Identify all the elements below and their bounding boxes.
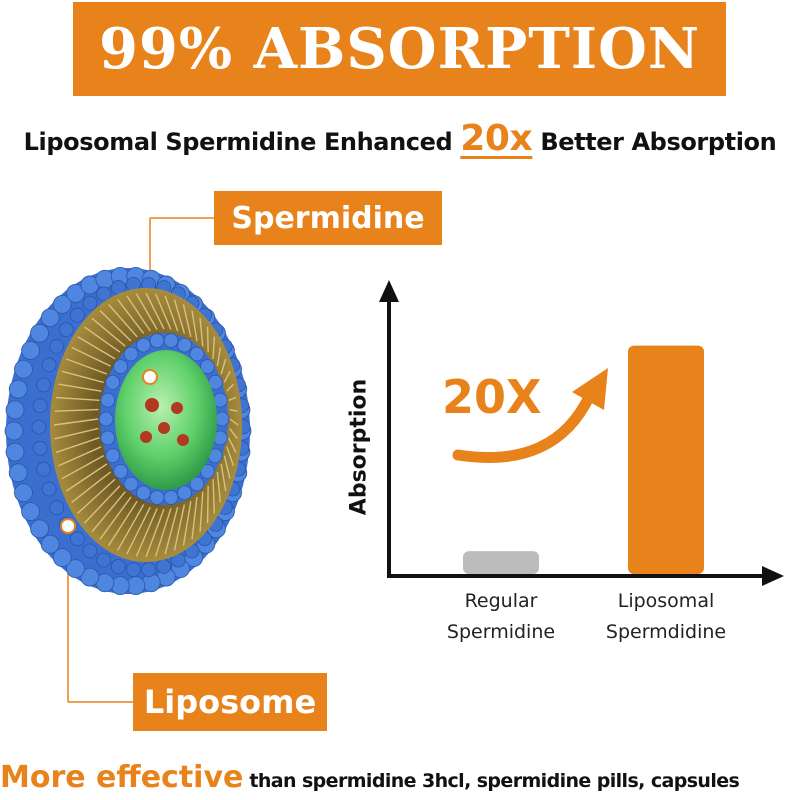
y-axis-arrow bbox=[379, 280, 399, 302]
headline-banner: 99% ABSORPTION bbox=[73, 2, 726, 96]
category-label-regular: Regular Spermidine bbox=[421, 586, 581, 648]
category-label-liposomal-line1: Liposomal bbox=[617, 590, 715, 612]
footer-rest: than spermidine 3hcl, spermidine pills, … bbox=[243, 770, 740, 792]
bar-liposomal-spermidine bbox=[628, 345, 704, 574]
footer-lead: More effective bbox=[0, 760, 244, 795]
subtitle-after: Better Absorption bbox=[532, 128, 777, 156]
liposome-marker-dot bbox=[60, 518, 76, 534]
x-axis-arrow bbox=[762, 566, 784, 586]
lipid-tails bbox=[53, 292, 239, 558]
spermidine-marker-dot bbox=[142, 369, 158, 385]
bars-group bbox=[463, 345, 704, 574]
category-label-regular-line1: Regular bbox=[464, 590, 538, 612]
spermidine-label: Spermidine bbox=[214, 191, 442, 245]
y-axis-label: Absorption bbox=[346, 378, 372, 516]
category-label-regular-line2: Spermidine bbox=[446, 621, 556, 643]
subtitle: Liposomal Spermidine Enhanced 20x Better… bbox=[0, 118, 800, 159]
growth-arrow-head bbox=[572, 368, 608, 410]
inner-head-beads bbox=[98, 333, 230, 505]
category-label-liposomal-line2: Spermdidine bbox=[605, 621, 727, 643]
liposome-label: Liposome bbox=[133, 673, 327, 731]
multiplier-annotation: 20X bbox=[442, 370, 542, 424]
footer-tagline: More effective than spermidine 3hcl, spe… bbox=[0, 760, 800, 795]
subtitle-before: Liposomal Spermidine Enhanced bbox=[23, 128, 461, 156]
subtitle-highlight: 20x bbox=[460, 118, 533, 159]
bar-regular-spermidine bbox=[463, 551, 539, 574]
banner-title: 99% ABSORPTION bbox=[98, 16, 701, 82]
category-label-liposomal: Liposomal Spermdidine bbox=[586, 586, 746, 648]
liposome-body bbox=[4, 266, 252, 596]
growth-arrow-curve bbox=[452, 389, 596, 463]
